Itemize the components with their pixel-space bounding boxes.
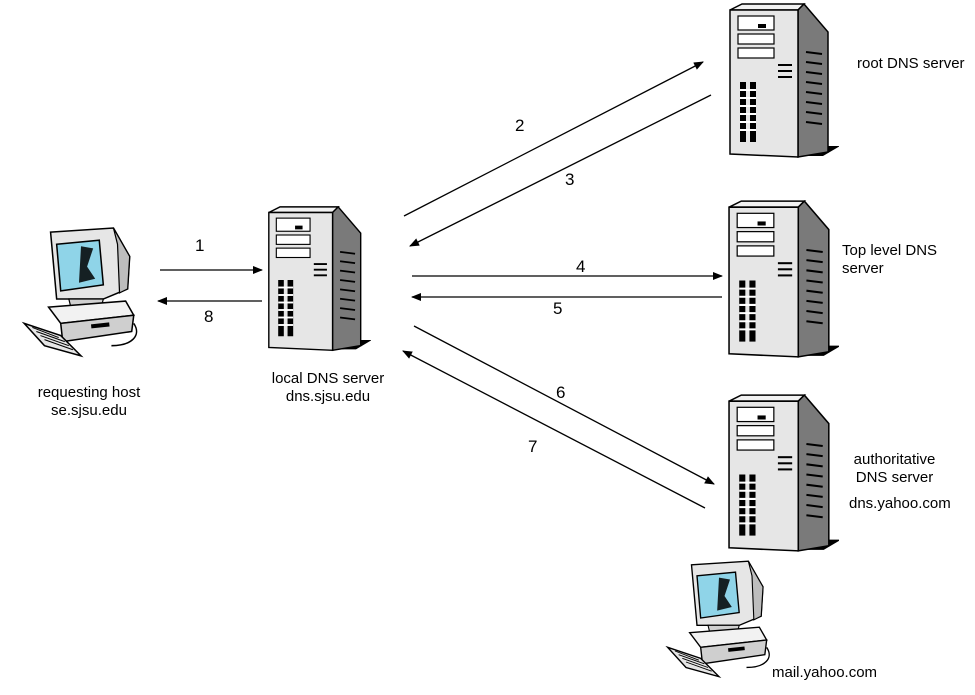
tld-dns-label: Top level DNS server xyxy=(842,242,937,278)
arrow-step-2 xyxy=(403,61,704,217)
tld-dns-server-icon xyxy=(728,200,839,358)
step-number-4: 4 xyxy=(576,257,586,276)
requesting-host-label: requesting host se.sjsu.edu xyxy=(20,384,158,420)
local-dns-name: local DNS server xyxy=(271,370,385,387)
step-number-3: 3 xyxy=(565,170,575,189)
requesting-host-computer-icon xyxy=(23,227,138,357)
root-dns-label: root DNS server xyxy=(857,55,965,72)
authoritative-dns-label: authoritative DNS server xyxy=(842,451,947,487)
arrow-step-7 xyxy=(402,350,706,509)
arrow-step-6 xyxy=(413,325,715,485)
local-dns-domain: dns.sjsu.edu xyxy=(285,388,371,405)
mail-host-computer-icon xyxy=(666,560,770,678)
root-dns-server-icon xyxy=(728,2,839,159)
authoritative-dns-host: dns.yahoo.com xyxy=(849,495,951,512)
step-number-1: 1 xyxy=(195,236,205,255)
step-number-8: 8 xyxy=(204,307,214,326)
step-number-6: 6 xyxy=(556,383,566,402)
requesting-host-name: requesting host xyxy=(37,384,141,401)
arrow-step-3 xyxy=(409,94,712,247)
mail-host-label: mail.yahoo.com xyxy=(772,664,878,681)
authoritative-dns-line1: authoritative xyxy=(853,451,936,468)
requesting-host-domain: se.sjsu.edu xyxy=(51,402,127,419)
step-number-5: 5 xyxy=(553,299,563,318)
step-number-2: 2 xyxy=(515,116,525,135)
local-dns-server-icon xyxy=(267,205,371,352)
authoritative-dns-server-icon xyxy=(728,394,839,552)
step-number-7: 7 xyxy=(528,437,538,456)
tld-dns-line2: server xyxy=(842,260,884,277)
tld-dns-line1: Top level DNS xyxy=(842,242,938,259)
authoritative-dns-line2: DNS server xyxy=(855,469,934,486)
local-dns-label: local DNS server dns.sjsu.edu xyxy=(256,370,400,406)
